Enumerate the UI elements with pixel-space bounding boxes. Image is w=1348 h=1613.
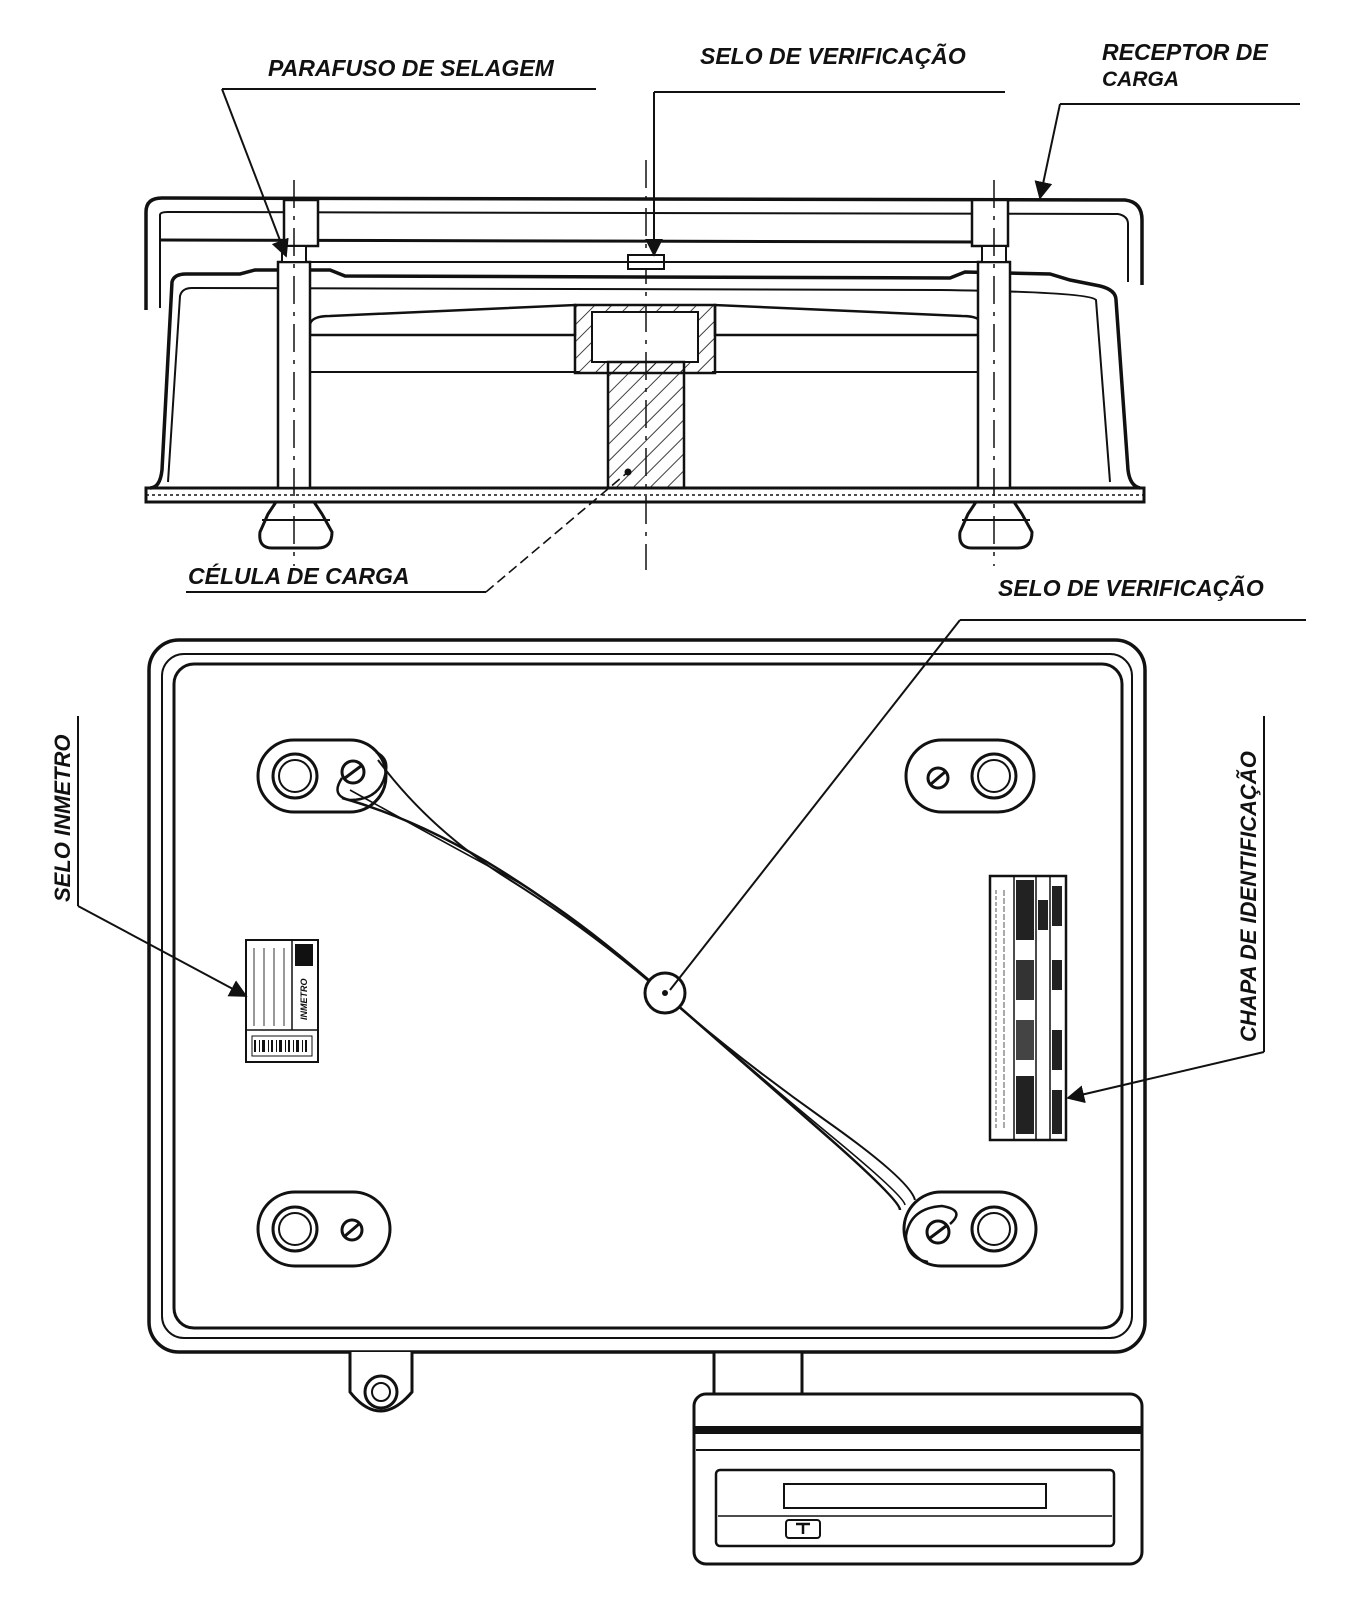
labels: PARAFUSO DE SELAGEM SELO DE VERIFICAÇÃO … <box>50 39 1268 1042</box>
housing <box>149 268 1141 490</box>
label-sealing-screw: PARAFUSO DE SELAGEM <box>268 55 555 81</box>
label-load-cell: CÉLULA DE CARGA <box>188 562 409 589</box>
housing-outline <box>147 638 1147 1354</box>
left-foot <box>258 500 334 550</box>
label-verification-seal-top: SELO DE VERIFICAÇÃO <box>700 42 966 69</box>
leader-lines <box>77 88 1306 1104</box>
display-neck <box>712 1350 804 1396</box>
label-id-plate: CHAPA DE IDENTIFICAÇÃO <box>1236 751 1261 1042</box>
right-foot <box>958 500 1034 550</box>
label-verification-seal-bottom: SELO DE VERIFICAÇÃO <box>998 574 1264 601</box>
plan-view: INMETRO <box>147 638 1147 1566</box>
identification-plate <box>988 874 1068 1142</box>
tare-key-icon <box>785 1519 821 1539</box>
mount-top-left <box>256 738 388 814</box>
inmetro-sticker-brand: INMETRO <box>299 979 309 1021</box>
load-receptor-platter <box>144 196 1144 310</box>
mount-top-right <box>904 738 1036 814</box>
mount-bottom-left <box>256 1190 392 1268</box>
sealing-wire <box>341 759 916 1211</box>
hanging-tab <box>348 1352 414 1413</box>
section-view <box>144 160 1146 570</box>
label-inmetro-seal: SELO INMETRO <box>50 735 75 902</box>
label-load-receptor-line1: RECEPTOR DE <box>1102 39 1268 65</box>
mount-bottom-right <box>902 1190 1038 1268</box>
display-unit <box>692 1392 1144 1566</box>
display-window <box>783 1483 1047 1509</box>
label-load-receptor-line2: CARGA <box>1102 68 1179 91</box>
inmetro-sticker: INMETRO <box>245 939 319 1063</box>
